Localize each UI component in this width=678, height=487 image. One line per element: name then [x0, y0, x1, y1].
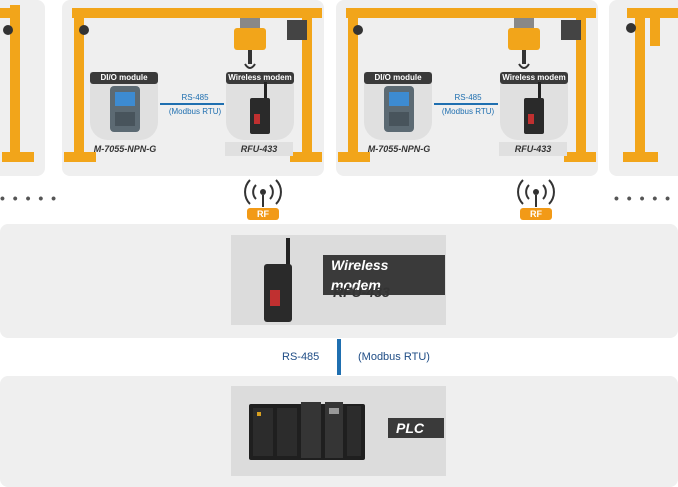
- link-label-top-2: RS-485: [454, 93, 482, 102]
- modem-tag-1: Wireless modem: [226, 72, 294, 84]
- plc-link-label-left: RS-485: [282, 351, 320, 363]
- continuation-dots-right: • • • • •: [614, 190, 673, 206]
- rf-badge-1: RF: [247, 208, 279, 220]
- crane-frame-1: [64, 8, 322, 162]
- rf-signal-icon-2: [517, 179, 555, 207]
- modem-model-2: RFU-433: [514, 144, 552, 154]
- crane-frame-2: [338, 8, 596, 162]
- io-module-tag-2: DI/O module: [364, 72, 432, 84]
- modem-device-icon-1: [250, 82, 270, 134]
- io-module-device-icon-2: [384, 86, 414, 132]
- modem-model-1: RFU-433: [240, 144, 278, 154]
- crane-partial-left: [0, 5, 34, 162]
- plc-link-label-right: (Modbus RTU): [358, 351, 430, 363]
- crane-partial-right: [623, 8, 678, 162]
- modem-model-box-1: [225, 142, 293, 156]
- link-line-1: [160, 103, 224, 105]
- modem-model-box-2: [499, 142, 567, 156]
- central-modem-device-icon: [264, 238, 292, 322]
- modem-device-icon-2: [524, 82, 544, 134]
- plc-tag: PLC: [388, 418, 444, 438]
- central-modem-tag: Wireless modem: [323, 255, 445, 295]
- modem-tag-2: Wireless modem: [500, 72, 568, 84]
- rf-badge-2: RF: [520, 208, 552, 220]
- link-label-top-1: RS-485: [181, 93, 209, 102]
- io-module-model-1: M-7055-NPN-G: [93, 144, 157, 154]
- io-module-device-icon-1: [110, 86, 140, 132]
- io-module-tag-1: DI/O module: [90, 72, 158, 84]
- link-label-bottom-2: (Modbus RTU): [441, 107, 495, 116]
- link-line-2: [434, 103, 498, 105]
- plc-link-line: [337, 339, 341, 375]
- continuation-dots-left: • • • • •: [0, 190, 59, 206]
- link-label-bottom-1: (Modbus RTU): [168, 107, 222, 116]
- rf-signal-icon-1: [244, 179, 282, 207]
- plc-device-icon: [249, 402, 365, 460]
- central-modem-model: RFU-433: [333, 284, 390, 300]
- io-module-model-2: M-7055-NPN-G: [367, 144, 431, 154]
